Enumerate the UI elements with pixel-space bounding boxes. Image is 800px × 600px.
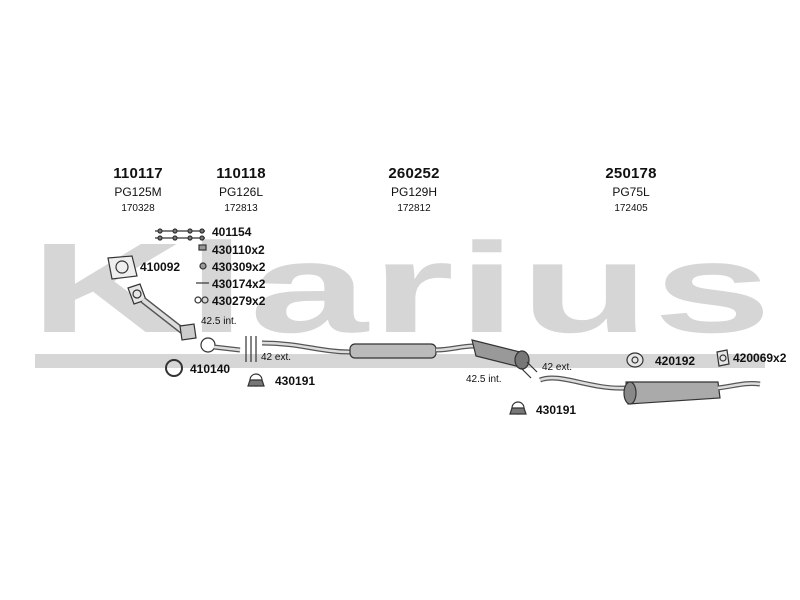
front-pipe-icon (127, 283, 197, 341)
part-header-110118: 110118 PG126L 172813 (186, 165, 296, 214)
dimension-note: 42 ext. (261, 352, 292, 363)
dimension-note: 42.5 int. (466, 374, 502, 385)
part-ref: PG125M (114, 185, 162, 199)
fitting-label: 430110x2 (212, 243, 265, 257)
part-sub: 172405 (614, 203, 648, 214)
fitting-label: 430174x2 (212, 277, 266, 291)
part-header-260252: 260252 PG129H 172812 (359, 165, 469, 214)
clamp-label-front: 430191 (275, 374, 316, 388)
rubber-hanger-label: 420069x2 (733, 351, 787, 365)
rubber-mount-icon (626, 352, 644, 368)
part-number: 110118 (216, 165, 266, 182)
bolt-set-icon (155, 228, 205, 241)
dimension-note: 42.5 int. (201, 316, 237, 327)
part-number: 250178 (605, 165, 657, 182)
spring-icon (194, 296, 202, 304)
intermediate-pipe-icon (200, 336, 257, 362)
part-sub: 172813 (224, 203, 258, 214)
gasket-label: 410092 (140, 260, 181, 274)
rubber-hanger-icon (716, 349, 730, 367)
part-sub: 170328 (121, 203, 155, 214)
part-sub: 172812 (397, 203, 431, 214)
part-header-250178: 250178 PG75L 172405 (576, 165, 686, 214)
clamp-label-rear: 430191 (536, 403, 577, 417)
part-ref: PG129H (390, 185, 438, 199)
sealing-ring-icon (165, 359, 183, 377)
rubber-mount-label: 420192 (655, 354, 696, 368)
rear-silencer-icon (539, 375, 761, 405)
part-ref: PG126L (218, 185, 264, 199)
svg-text:Klarius: Klarius (30, 217, 775, 360)
nut-icon (198, 244, 207, 251)
fitting-label: 430309x2 (212, 260, 266, 274)
dimension-note: 42 ext. (542, 362, 573, 373)
centre-silencer-icon (261, 339, 530, 370)
clamp-icon (247, 373, 265, 387)
part-header-110117: 110117 PG125M 170328 (83, 165, 193, 214)
part-ref: PG75L (612, 185, 650, 199)
flange-gasket-icon (107, 255, 138, 280)
fitting-label: 430279x2 (212, 294, 266, 308)
clamp-icon (509, 401, 527, 415)
part-number: 260252 (388, 165, 440, 182)
part-number: 110117 (113, 165, 163, 182)
washer-icon (199, 262, 207, 270)
fitting-label: 401154 (212, 225, 252, 239)
ring-label: 410140 (190, 362, 231, 376)
